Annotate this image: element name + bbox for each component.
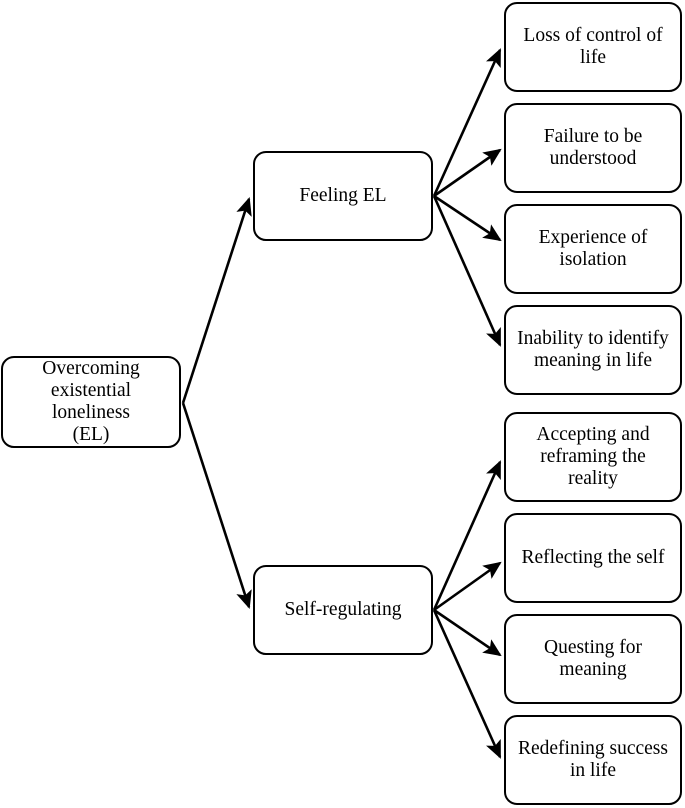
node-experience-isolation-label: Experience of isolation xyxy=(538,226,648,270)
node-root[interactable]: Overcoming existential loneliness (EL) xyxy=(1,356,181,448)
edge-feeling-el-to-experience-isolation xyxy=(433,194,502,242)
node-questing-meaning[interactable]: Questing for meaning xyxy=(504,614,682,704)
edge-self-regulating-to-questing-meaning xyxy=(433,608,502,657)
node-feeling-el[interactable]: Feeling EL xyxy=(253,151,433,241)
node-redefining-success[interactable]: Redefining success in life xyxy=(504,715,682,805)
node-self-regulating[interactable]: Self-regulating xyxy=(253,565,433,655)
node-reflecting-self[interactable]: Reflecting the self xyxy=(504,513,682,603)
node-questing-meaning-label: Questing for meaning xyxy=(543,636,643,680)
node-inability-meaning[interactable]: Inability to identify meaning in life xyxy=(504,305,682,395)
edge-root-to-self-regulating xyxy=(181,402,252,609)
node-redefining-success-label: Redefining success in life xyxy=(517,737,668,781)
node-failure-understood[interactable]: Failure to be understood xyxy=(504,103,682,193)
node-loss-of-control-label: Loss of control of life xyxy=(523,24,663,68)
node-self-regulating-label: Self-regulating xyxy=(284,598,402,620)
node-inability-meaning-label: Inability to identify meaning in life xyxy=(517,327,669,371)
edge-feeling-el-to-loss-of-control xyxy=(432,48,502,197)
edge-self-regulating-to-reflecting-self xyxy=(433,561,502,612)
edge-feeling-el-to-failure-understood xyxy=(433,148,502,198)
node-failure-understood-label: Failure to be understood xyxy=(543,125,643,169)
node-loss-of-control[interactable]: Loss of control of life xyxy=(504,2,682,92)
edge-self-regulating-to-accepting-reframing xyxy=(432,460,502,611)
edge-self-regulating-to-redefining-success xyxy=(432,609,502,759)
edge-feeling-el-to-inability-meaning xyxy=(432,195,502,347)
node-accepting-reframing-label: Accepting and reframing the reality xyxy=(536,423,650,490)
node-root-label: Overcoming existential loneliness (EL) xyxy=(42,357,140,446)
node-accepting-reframing[interactable]: Accepting and reframing the reality xyxy=(504,412,682,502)
node-feeling-el-label: Feeling EL xyxy=(299,184,387,206)
node-reflecting-self-label: Reflecting the self xyxy=(521,546,665,568)
edge-root-to-feeling-el xyxy=(181,197,252,404)
node-experience-isolation[interactable]: Experience of isolation xyxy=(504,204,682,294)
